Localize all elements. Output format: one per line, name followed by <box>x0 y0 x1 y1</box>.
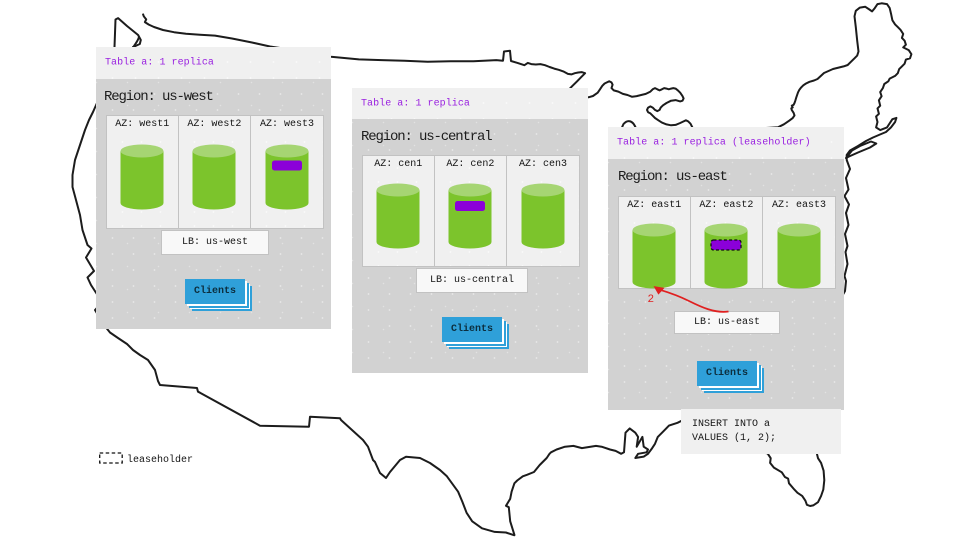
svg-text:2: 2 <box>648 294 655 306</box>
